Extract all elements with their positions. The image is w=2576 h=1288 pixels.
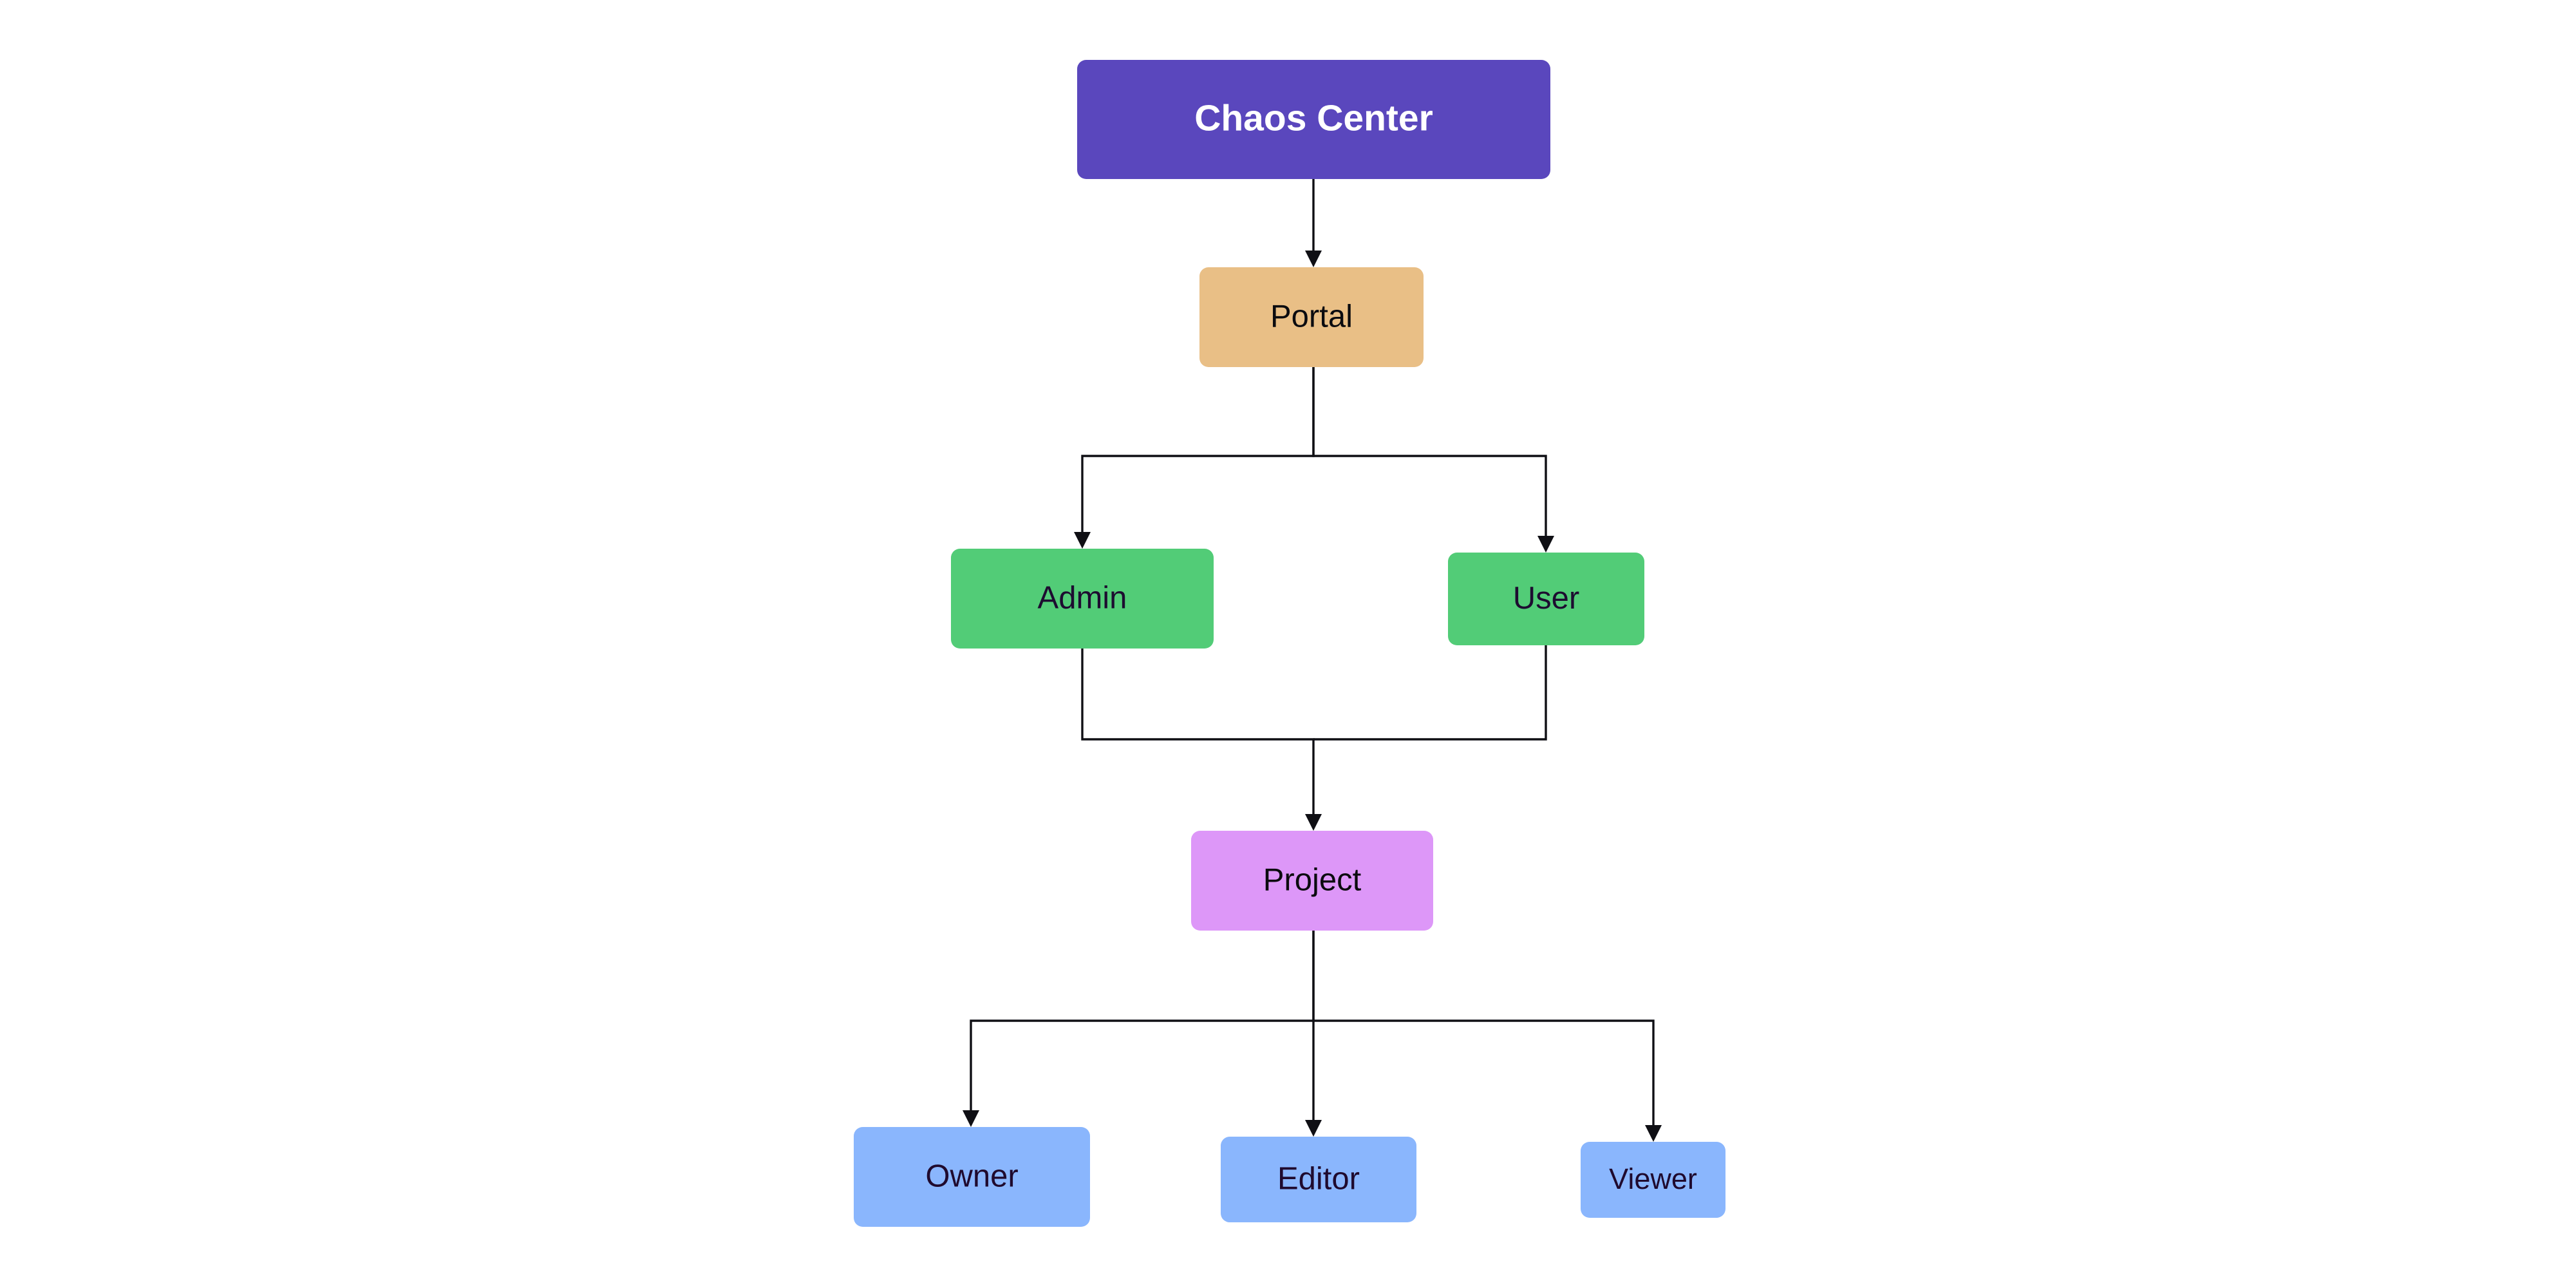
edge-arrowhead (1305, 251, 1322, 267)
node-chaos_center[interactable]: Chaos Center (1077, 60, 1550, 179)
node-chaos_center-label: Chaos Center (1194, 98, 1433, 139)
node-project[interactable]: Project (1191, 831, 1433, 931)
node-portal-shape[interactable] (1199, 267, 1424, 367)
edge-arrowhead (1645, 1125, 1662, 1142)
edge-portal-admin (1074, 367, 1315, 549)
node-owner[interactable]: Owner (854, 1127, 1090, 1227)
node-admin-label: Admin (1038, 580, 1127, 615)
edge-arrowhead (1305, 1120, 1322, 1137)
edge-line (1313, 645, 1547, 741)
edge-line (1312, 367, 1547, 542)
edge-project-viewer (1313, 1019, 1662, 1142)
node-admin-shape[interactable] (951, 549, 1214, 649)
node-admin[interactable]: Admin (951, 549, 1214, 649)
edge-admin-project (1081, 649, 1322, 831)
edge-chaos-portal (1305, 179, 1322, 267)
node-user-shape[interactable] (1448, 553, 1644, 645)
node-editor-shape[interactable] (1221, 1137, 1416, 1222)
node-user-label: User (1513, 581, 1579, 616)
node-portal-label: Portal (1270, 299, 1353, 334)
node-viewer[interactable]: Viewer (1581, 1142, 1725, 1218)
edge-line (970, 931, 1315, 1116)
edge-layer (963, 179, 1662, 1142)
node-portal[interactable]: Portal (1199, 267, 1424, 367)
node-project-label: Project (1263, 862, 1362, 897)
node-project-shape[interactable] (1191, 831, 1433, 931)
node-viewer-shape[interactable] (1581, 1142, 1725, 1218)
edge-portal-user (1312, 367, 1554, 553)
edge-arrowhead (1537, 536, 1554, 553)
edge-line (1081, 367, 1315, 538)
node-user[interactable]: User (1448, 553, 1644, 645)
node-chaos_center-shape[interactable] (1077, 60, 1550, 179)
edge-project-editor (1305, 931, 1322, 1137)
edge-arrowhead (1305, 814, 1322, 831)
node-owner-label: Owner (925, 1159, 1018, 1193)
node-owner-shape[interactable] (854, 1127, 1090, 1227)
edge-line (1313, 1019, 1655, 1131)
edge-arrowhead (963, 1110, 979, 1127)
node-editor-label: Editor (1277, 1161, 1360, 1196)
edge-line (1081, 649, 1315, 820)
edge-user-project (1313, 645, 1547, 741)
edge-arrowhead (1074, 532, 1091, 549)
node-editor[interactable]: Editor (1221, 1137, 1416, 1222)
edge-project-owner (963, 931, 1315, 1127)
node-viewer-label: Viewer (1609, 1162, 1697, 1195)
